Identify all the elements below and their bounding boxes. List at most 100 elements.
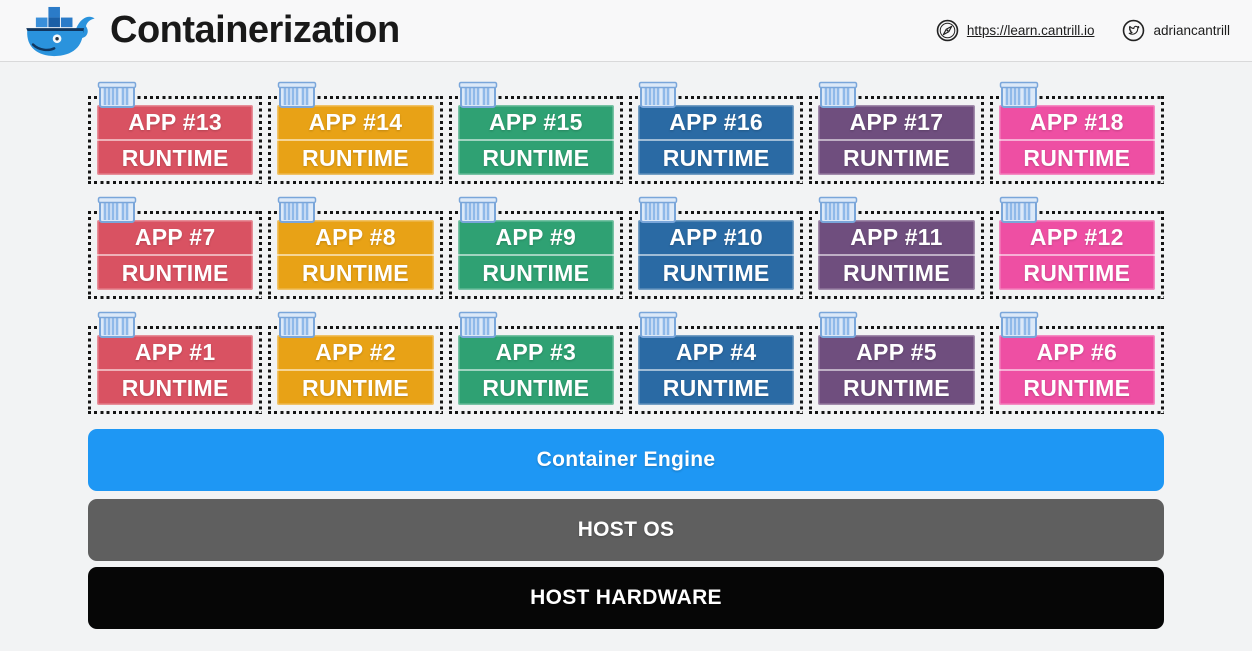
app-runtime-block: APP #13 RUNTIME bbox=[97, 105, 254, 175]
app-label: APP #1 bbox=[134, 338, 216, 365]
container-card: APP #9 RUNTIME bbox=[449, 211, 623, 299]
runtime-label: RUNTIME bbox=[121, 259, 229, 286]
app-runtime-divider bbox=[457, 139, 614, 141]
container-card: APP #11 RUNTIME bbox=[809, 211, 983, 299]
app-runtime-block: APP #10 RUNTIME bbox=[637, 220, 795, 290]
app-label: APP #18 bbox=[1029, 108, 1124, 135]
runtime-label: RUNTIME bbox=[1023, 144, 1131, 171]
containerization-diagram: APP #13 RUNTIME APP #14 RUNTIME APP #15 … bbox=[0, 96, 1252, 629]
runtime-label: RUNTIME bbox=[302, 144, 409, 171]
app-runtime-divider bbox=[818, 254, 975, 256]
app-runtime-divider bbox=[637, 254, 795, 256]
app-runtime-block: APP #11 RUNTIME bbox=[818, 220, 975, 290]
app-runtime-block: APP #3 RUNTIME bbox=[457, 335, 614, 405]
container-card: APP #12 RUNTIME bbox=[990, 211, 1164, 299]
app-runtime-divider bbox=[637, 369, 795, 371]
page-title: Containerization bbox=[110, 9, 400, 51]
container-row-bottom: APP #1 RUNTIME APP #2 RUNTIME APP #3 RUN… bbox=[88, 326, 1164, 414]
runtime-label: RUNTIME bbox=[482, 144, 590, 171]
layer-container-engine: Container Engine bbox=[88, 429, 1164, 491]
app-runtime-block: APP #4 RUNTIME bbox=[637, 335, 795, 405]
layer-label: HOST HARDWARE bbox=[530, 586, 722, 609]
app-label: APP #15 bbox=[488, 108, 583, 135]
shipping-container-icon bbox=[999, 309, 1039, 339]
shipping-container-icon bbox=[458, 79, 498, 109]
twitter-icon bbox=[1122, 19, 1145, 42]
shipping-container-icon bbox=[818, 79, 858, 109]
app-runtime-block: APP #9 RUNTIME bbox=[457, 220, 614, 290]
app-runtime-block: APP #2 RUNTIME bbox=[277, 335, 434, 405]
layer-label: HOST OS bbox=[577, 518, 675, 541]
container-card: APP #16 RUNTIME bbox=[629, 96, 803, 184]
app-runtime-block: APP #18 RUNTIME bbox=[998, 105, 1155, 175]
app-runtime-divider bbox=[818, 369, 975, 371]
shipping-container-icon bbox=[638, 79, 678, 109]
app-runtime-divider bbox=[277, 369, 434, 371]
container-card: APP #8 RUNTIME bbox=[268, 211, 442, 299]
app-label: APP #11 bbox=[850, 223, 943, 250]
container-row-top: APP #13 RUNTIME APP #14 RUNTIME APP #15 … bbox=[88, 96, 1164, 184]
layer-host-hardware: HOST HARDWARE bbox=[88, 567, 1164, 629]
app-runtime-divider bbox=[97, 254, 254, 256]
shipping-container-icon bbox=[277, 79, 317, 109]
app-runtime-divider bbox=[277, 254, 434, 256]
app-label: APP #12 bbox=[1029, 223, 1124, 250]
runtime-label: RUNTIME bbox=[302, 374, 409, 401]
app-label: APP #13 bbox=[128, 108, 223, 135]
app-label: APP #2 bbox=[315, 338, 396, 365]
runtime-label: RUNTIME bbox=[121, 374, 229, 401]
twitter-link-group[interactable]: adriancantrill bbox=[1122, 19, 1230, 42]
runtime-label: RUNTIME bbox=[121, 144, 229, 171]
container-card: APP #13 RUNTIME bbox=[88, 96, 262, 184]
app-label: APP #7 bbox=[134, 223, 216, 250]
app-label: APP #17 bbox=[849, 108, 944, 135]
shipping-container-icon bbox=[97, 79, 137, 109]
container-card: APP #4 RUNTIME bbox=[629, 326, 803, 414]
app-runtime-divider bbox=[277, 139, 434, 141]
app-label: APP #5 bbox=[856, 338, 937, 365]
app-runtime-block: APP #6 RUNTIME bbox=[998, 335, 1155, 405]
app-runtime-block: APP #1 RUNTIME bbox=[97, 335, 254, 405]
container-card: APP #14 RUNTIME bbox=[268, 96, 442, 184]
runtime-label: RUNTIME bbox=[662, 259, 770, 286]
app-runtime-block: APP #12 RUNTIME bbox=[998, 220, 1155, 290]
shipping-container-icon bbox=[638, 194, 678, 224]
shipping-container-icon bbox=[97, 309, 137, 339]
shipping-container-icon bbox=[458, 309, 498, 339]
docker-logo bbox=[22, 6, 96, 58]
container-card: APP #18 RUNTIME bbox=[990, 96, 1164, 184]
runtime-label: RUNTIME bbox=[843, 144, 950, 171]
app-label: APP #9 bbox=[495, 223, 577, 250]
app-runtime-divider bbox=[97, 139, 254, 141]
app-runtime-divider bbox=[998, 139, 1155, 141]
runtime-label: RUNTIME bbox=[662, 374, 770, 401]
container-card: APP #2 RUNTIME bbox=[268, 326, 442, 414]
container-card: APP #17 RUNTIME bbox=[809, 96, 983, 184]
app-runtime-block: APP #15 RUNTIME bbox=[457, 105, 614, 175]
runtime-label: RUNTIME bbox=[1023, 374, 1131, 401]
container-card: APP #15 RUNTIME bbox=[449, 96, 623, 184]
container-card: APP #10 RUNTIME bbox=[629, 211, 803, 299]
shipping-container-icon bbox=[818, 309, 858, 339]
runtime-label: RUNTIME bbox=[843, 374, 950, 401]
app-label: APP #6 bbox=[1036, 338, 1118, 365]
twitter-handle: adriancantrill bbox=[1153, 23, 1230, 38]
app-label: APP #16 bbox=[669, 108, 764, 135]
app-runtime-divider bbox=[637, 139, 795, 141]
layer-label: Container Engine bbox=[536, 448, 716, 471]
shipping-container-icon bbox=[277, 194, 317, 224]
container-card: APP #1 RUNTIME bbox=[88, 326, 262, 414]
runtime-label: RUNTIME bbox=[482, 374, 590, 401]
shipping-container-icon bbox=[638, 309, 678, 339]
shipping-container-icon bbox=[999, 194, 1039, 224]
app-label: APP #3 bbox=[495, 338, 577, 365]
app-runtime-block: APP #14 RUNTIME bbox=[277, 105, 434, 175]
app-runtime-divider bbox=[457, 369, 614, 371]
compass-icon bbox=[936, 19, 959, 42]
app-runtime-block: APP #17 RUNTIME bbox=[818, 105, 975, 175]
app-runtime-divider bbox=[998, 254, 1155, 256]
site-link-group[interactable]: https://learn.cantrill.io bbox=[936, 19, 1095, 42]
app-runtime-divider bbox=[97, 369, 254, 371]
app-runtime-divider bbox=[457, 254, 614, 256]
site-link[interactable]: https://learn.cantrill.io bbox=[966, 23, 1095, 38]
